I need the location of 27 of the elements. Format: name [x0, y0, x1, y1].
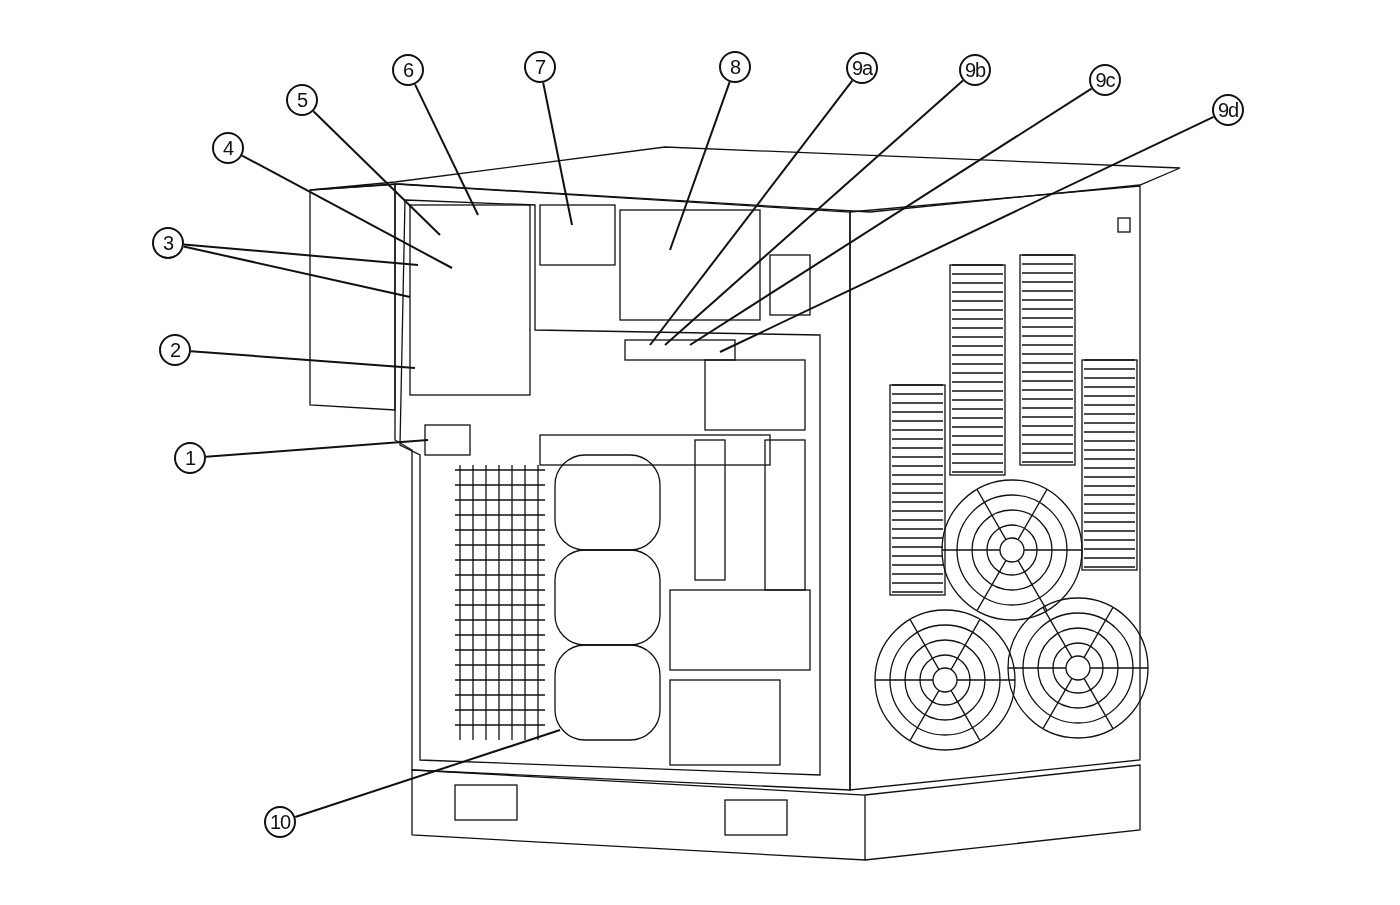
callout-number: 5 [286, 84, 318, 116]
callout-number: 1 [174, 442, 206, 474]
callout-number: 9d [1212, 94, 1244, 126]
callout-number: 7 [524, 51, 556, 83]
leader-line [182, 245, 411, 298]
leader-line [542, 81, 573, 226]
callout-number: 2 [159, 334, 191, 366]
callout-number: 8 [719, 51, 751, 83]
callout-number: 9b [959, 54, 991, 86]
leader-line [689, 87, 1093, 346]
leader-line [649, 79, 854, 346]
leader-line [241, 154, 453, 269]
leader-line [190, 350, 416, 369]
callout-number: 9a [846, 52, 878, 84]
callout-number: 9c [1089, 64, 1121, 96]
leader-line [414, 83, 479, 216]
callout-number: 6 [392, 54, 424, 86]
leader-line [312, 110, 441, 236]
leader-line [669, 81, 731, 251]
leader-line [205, 439, 429, 458]
leader-line [719, 115, 1215, 353]
callout-number: 10 [264, 806, 296, 838]
callout-number: 3 [152, 227, 184, 259]
leader-line [664, 79, 964, 346]
leader-line [294, 729, 561, 818]
leader-line [182, 243, 419, 266]
callout-number: 4 [212, 132, 244, 164]
